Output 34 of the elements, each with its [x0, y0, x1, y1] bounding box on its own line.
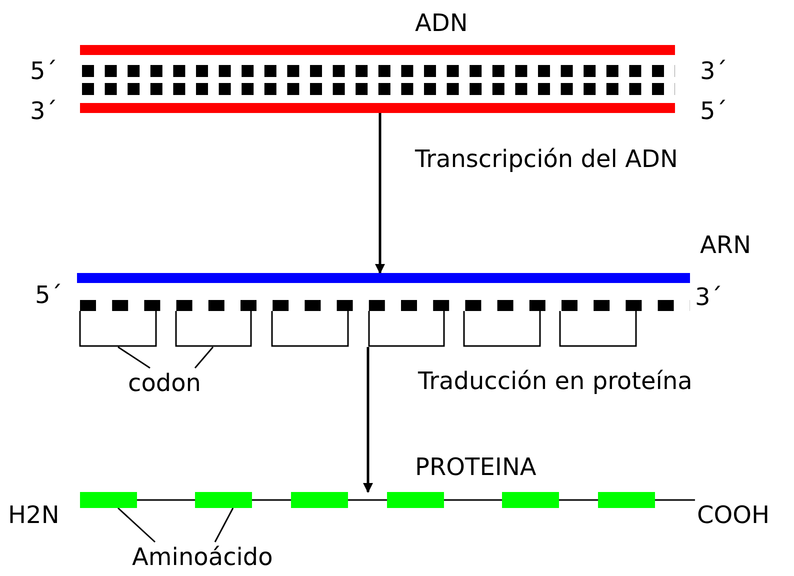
amino-acid-segment	[387, 492, 444, 508]
codon-bracket	[79, 311, 157, 347]
codon-bracket	[368, 311, 445, 347]
caption-text: ADN	[415, 8, 468, 38]
strand-end-label: 5´	[700, 96, 728, 126]
amino-acid-segment	[195, 492, 252, 508]
amino-acid-segment	[502, 492, 559, 508]
strand-end-label: H2N	[8, 500, 60, 530]
leader-line	[214, 508, 234, 542]
arrow	[363, 347, 373, 493]
strand-end-label: 3´	[30, 96, 58, 126]
strand-end-label: COOH	[697, 500, 770, 530]
leader-line	[118, 346, 150, 369]
codon-bracket	[559, 311, 637, 347]
strand-end-label: 5´	[30, 56, 58, 86]
dna-double-strand-drawing	[80, 45, 675, 113]
caption-text: PROTEINA	[415, 452, 536, 482]
strand-end-label: 5´	[35, 280, 62, 310]
caption-text: ARN	[700, 230, 752, 260]
codon-bracket	[175, 311, 252, 347]
amino-acid-segment	[80, 492, 137, 508]
strand-end-label: 3´	[700, 56, 728, 86]
protein-chain-drawing	[80, 492, 695, 508]
callout-text: codon	[128, 368, 202, 398]
amino-acid-segment	[598, 492, 655, 508]
amino-acid-segment	[291, 492, 348, 508]
leader-line	[194, 346, 214, 368]
strand-end-label: 3´	[695, 282, 722, 312]
codon-bracket	[271, 311, 349, 347]
arrow	[375, 113, 385, 274]
leader-line	[118, 507, 156, 543]
rna-strand-drawing	[77, 273, 690, 311]
callout-text: Aminoácido	[132, 542, 273, 572]
codon-bracket	[463, 311, 541, 347]
